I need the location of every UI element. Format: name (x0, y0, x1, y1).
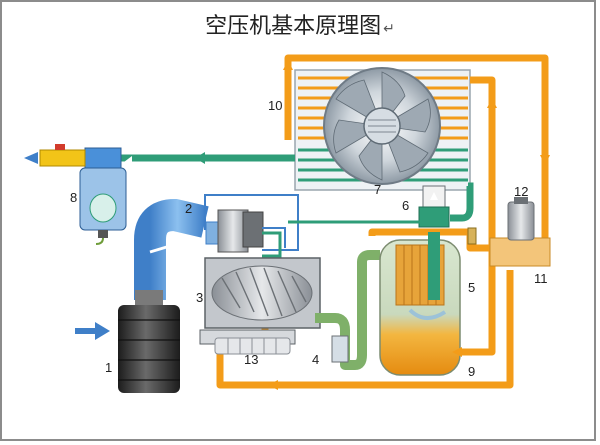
outlet-valve (39, 149, 86, 167)
control-line-outer (204, 194, 299, 251)
label-2: 2 (185, 201, 192, 216)
outlet-arrow-icon (24, 152, 38, 164)
valve-to-cooler-line (450, 182, 474, 222)
fan-grille (368, 119, 396, 133)
valve-actuator (242, 211, 264, 248)
label-5: 5 (468, 280, 475, 295)
label-1: 1 (105, 360, 112, 375)
valve-base (418, 206, 450, 228)
oil-separator (379, 239, 461, 376)
label-13: 13 (244, 352, 258, 367)
return-mark: ↵ (383, 21, 395, 37)
control-air-line (262, 231, 282, 258)
label-10: 10 (268, 98, 282, 113)
inlet-duct (134, 198, 209, 300)
diagram-title: 空压机基本原理图↵ (0, 8, 600, 40)
title-text: 空压机基本原理图 (205, 14, 382, 39)
outlet-handle (55, 144, 65, 150)
drain-line (95, 237, 104, 245)
check-valve (331, 335, 349, 363)
air-marker-icon-2 (430, 192, 438, 200)
oil-filter (214, 337, 291, 355)
oil-arrow-left-icon-2 (452, 347, 462, 357)
sensor-cap (514, 197, 528, 204)
label-8: 8 (70, 190, 77, 205)
control-line-inner (262, 227, 286, 248)
swirl-arrow (408, 308, 447, 320)
oil-filter-ribs (227, 338, 277, 354)
filter-ribs (118, 319, 180, 381)
label-6: 6 (402, 198, 409, 213)
screw-rotors (211, 265, 313, 321)
temperature-sensor (507, 201, 535, 241)
discharge-line (315, 250, 380, 370)
label-9: 9 (468, 364, 475, 379)
filter-body (118, 305, 180, 393)
oil-arrow-up-icon (283, 60, 293, 70)
separator-head (84, 147, 122, 169)
oil-arrow-up-icon-2 (487, 98, 497, 108)
inlet-flow-marker (149, 244, 171, 254)
oil-line-return (455, 76, 496, 356)
label-4: 4 (312, 352, 319, 367)
rotor-threads (221, 267, 307, 317)
oil-arrow-left-icon (268, 380, 278, 390)
oil-line-bottom (216, 270, 514, 389)
oil-stop-valve (467, 227, 477, 245)
float-ball (89, 193, 117, 223)
air-inlet-path (134, 198, 264, 300)
label-7: 7 (374, 182, 381, 197)
screw-air-end (199, 257, 321, 345)
air-flow-arrow-icon (195, 152, 205, 164)
thermostat-body (489, 237, 551, 267)
label-11: 11 (534, 271, 548, 286)
label-12: 12 (514, 184, 528, 199)
drain-valve (98, 230, 108, 238)
air-marker-icon (124, 156, 132, 168)
oil-flow-arrows (268, 60, 550, 390)
thermostatic-valve (489, 197, 551, 267)
label-3: 3 (196, 290, 203, 305)
air-filter (118, 290, 180, 393)
cooler-assembly (294, 67, 471, 191)
air-flow-markers (124, 156, 438, 200)
water-separator (24, 144, 127, 245)
oil-arrow-down-icon (540, 155, 550, 165)
intake-arrow-icon (75, 322, 110, 340)
control-lines (204, 194, 299, 251)
